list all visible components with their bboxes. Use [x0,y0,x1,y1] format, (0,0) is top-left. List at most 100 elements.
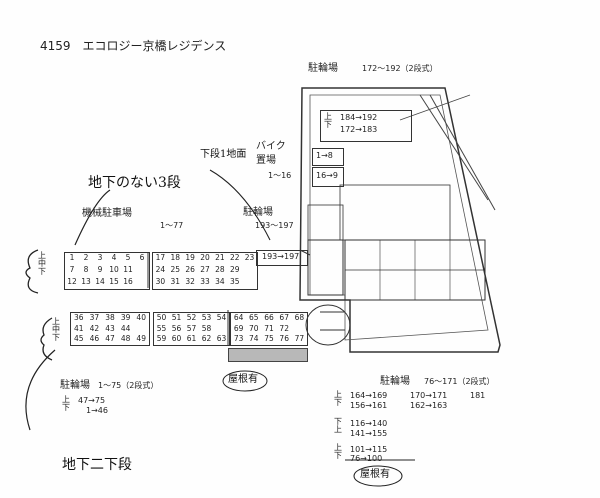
parking-slot: 32 [185,277,195,286]
parking-slot: 47 [105,334,115,344]
parking-slot: 62 [201,334,212,344]
bike-right-r1-b: 170→171 [410,391,448,400]
motorbike-cell-a [312,148,344,166]
bike-mid-range: 193〜197 [255,221,294,230]
parking-slot: 60 [171,334,182,344]
parking-slot: 21 [215,253,225,262]
note-basement-lower: 地下二下段 [62,457,132,473]
bike-right-stack-1: 上下 [334,390,342,407]
parking-slot: 53 [201,313,212,322]
parking-slot: 59 [156,334,167,344]
bike-right-b2-a: 116→140 [350,419,388,428]
parking-slot: 66 [264,313,274,322]
bike-left-stack: 上下 [62,395,70,412]
parking-slot: 14 [95,277,105,286]
parking-slot: 24 [155,265,166,274]
parking-slot: 70 [249,323,259,333]
parking-slot: 52 [186,313,197,322]
parking-slot: 29 [229,265,240,274]
motorbike-subtitle: 置場 [256,155,276,166]
parking-slot: 17 [155,253,166,262]
note-lower-bike: 下段1地面 [200,149,247,160]
bike-left-label: 駐輪場 [60,380,90,391]
parking-slot: 65 [249,313,259,322]
motorbike-title: バイク [256,141,286,152]
parking-slot: 36 [74,313,84,322]
parking-slot: 6 [139,253,145,262]
parking-slot: 20 [200,253,210,262]
parking-slot: 61 [186,334,197,344]
motorbike-cell-b [312,167,344,187]
parking-slot: 49 [136,334,146,344]
parking-slot: 68 [294,313,305,322]
parking-slot: 4 [111,253,117,262]
parking-slot: 38 [105,313,115,322]
parking-slot: 7 [69,265,75,274]
bike-right-r1-a: 164→169 [350,391,388,400]
parking-slot: 18 [170,253,181,262]
parking-slot: 10 [109,265,119,274]
parking-slot: 42 [89,323,100,333]
parking-slot: 15 [109,277,119,286]
bike-right-range: 76〜171（2段式） [424,377,495,386]
bike-top-lower: 172→183 [340,125,378,134]
parking-slot: 50 [156,313,167,322]
stack-left-upper: 上中下 [38,251,46,276]
bike-top-stack: 上下 [324,112,332,129]
parking-slot: 23 [244,253,255,262]
parking-slot: 35 [229,277,240,286]
parking-slot: 69 [233,323,244,333]
bike-top-upper: 184→192 [340,113,378,122]
parking-slot: 11 [123,265,133,274]
stack-left-lower: 上中下 [52,317,60,342]
parking-slot [242,265,257,277]
bike-top-label: 駐輪場 [308,63,338,74]
parking-slot: 64 [233,313,244,322]
parking-slot: 28 [215,265,225,274]
parking-slot: 77 [294,334,305,344]
parking-slot: 12 [67,277,77,286]
parking-slot: 1 [69,253,75,262]
bike-mid-box [256,250,308,266]
parking-slot: 75 [264,334,274,344]
bike-mid-label: 駐輪場 [243,207,273,218]
bike-right-r1-c: 181 [470,391,486,400]
bike-left-lower: 1→46 [86,406,108,415]
parking-slot: 73 [233,334,244,344]
parking-slot: 72 [279,323,289,333]
bike-top-box [320,110,412,142]
parking-slot: 55 [156,323,167,333]
bike-mid-cell: 193→197 [262,252,300,261]
parking-slot: 9 [97,265,103,274]
note-no-level: 地下のない3段 [88,175,181,191]
parking-slot: 39 [120,313,131,322]
note-roof-a: 屋根有 [228,374,258,385]
parking-slot: 3 [97,253,103,262]
parking-slot: 58 [201,323,212,333]
page-title: 4159 エコロジー京橋レジデンス [40,39,227,53]
mech-parking-label: 機械駐車場 [82,208,132,219]
parking-slot: 27 [200,265,210,274]
bike-right-b3-b: 76→100 [350,454,383,463]
bike-right-label: 駐輪場 [380,376,410,387]
parking-slot: 45 [74,334,84,344]
motorbike-cell-a-text: 1→8 [316,151,333,160]
parking-slot: 26 [185,265,195,274]
parking-slot: 56 [171,323,182,333]
parking-slot: 48 [120,334,131,344]
parking-slot: 54 [216,313,227,322]
parking-slot: 46 [89,334,100,344]
parking-slot: 22 [229,253,240,262]
bike-right-r2-a: 156→161 [350,401,388,410]
bike-right-b2-b: 141→155 [350,429,388,438]
parking-slot: 63 [216,334,227,344]
parking-slot: 19 [185,253,195,262]
parking-slot: 41 [74,323,84,333]
parking-slot: 34 [215,277,225,286]
parking-slot: 74 [249,334,259,344]
parking-slot: 76 [279,334,289,344]
